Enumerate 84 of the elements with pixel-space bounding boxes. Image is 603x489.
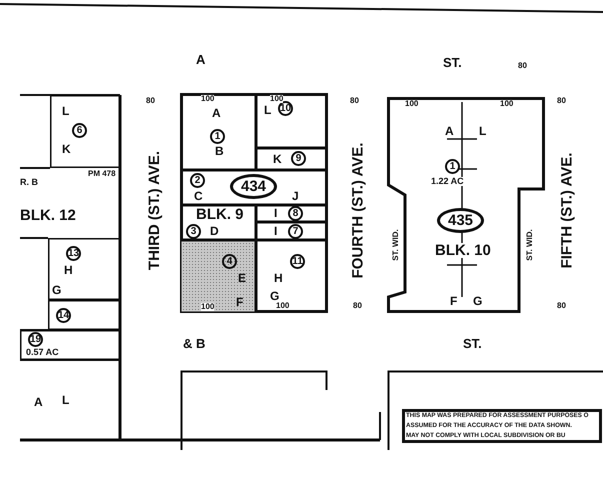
parcel-box [180, 93, 256, 170]
dimension-text: 80 [146, 97, 155, 105]
map-book-page-number: 435 [437, 208, 484, 233]
lot-letter: G [270, 290, 280, 302]
lot-letter: K [62, 143, 71, 155]
parcel-number: 3 [186, 224, 201, 239]
parcel-number: 1 [210, 129, 225, 144]
dimension-text: 100 [201, 95, 214, 103]
parcel-number: 7 [288, 224, 303, 239]
parcel-box [256, 240, 328, 313]
parcel-number: 2 [190, 173, 205, 188]
dimension-text: 100 [276, 302, 290, 310]
block-number: BLK. 9 [196, 207, 244, 222]
parcel-number: 10 [278, 101, 293, 116]
parcel-number: 9 [291, 151, 306, 166]
street-name: FOURTH (ST.) AVE. [350, 142, 366, 278]
street-name: A [196, 53, 206, 66]
block-number: BLK. 12 [20, 208, 76, 223]
block-outline [180, 370, 328, 450]
disclaimer-box [402, 409, 602, 443]
parcel-box [20, 330, 120, 360]
parcel-box [48, 238, 120, 300]
lot-letter: I [274, 207, 278, 219]
street-name: ST. [443, 56, 462, 69]
lot-letter: K [273, 153, 282, 165]
parcel-number: 1 [445, 159, 460, 174]
acreage-label: 0.57 AC [26, 348, 59, 357]
lot-letter: L [62, 105, 70, 117]
dimension-text: 80 [557, 302, 566, 310]
lot-letter: L [62, 394, 70, 406]
street-width-note: ST. WID. [392, 229, 400, 261]
dimension-text: 80 [353, 302, 362, 310]
lot-letter: F [236, 296, 244, 308]
lot-letter: G [473, 295, 482, 307]
lot-letter: G [52, 284, 62, 296]
street-name: ST. [463, 337, 482, 350]
map-note: R. B [20, 178, 38, 187]
lot-letter: E [238, 272, 246, 284]
parcel-box [180, 240, 256, 313]
lot-letter: D [210, 225, 219, 237]
block-outline [387, 370, 603, 450]
dimension-text: 100 [405, 100, 418, 108]
lot-letter: L [264, 104, 272, 116]
parcel-number: 11 [290, 254, 305, 269]
lot-letter: A [34, 396, 43, 408]
parcel-box [256, 205, 328, 222]
dimension-text: 80 [518, 62, 527, 70]
parcel-box [180, 170, 328, 205]
parcel-number: 8 [288, 206, 303, 221]
street-width-note: ST. WID. [526, 229, 534, 261]
parcel-box [48, 300, 120, 330]
parcel-box [256, 93, 328, 148]
dimension-text: 80 [350, 97, 359, 105]
dimension-text: 100 [201, 303, 214, 311]
lot-letter: A [212, 107, 221, 119]
lot-letter: A [445, 125, 454, 137]
lot-letter: H [274, 272, 283, 284]
street-name: FIFTH (ST.) AVE. [560, 152, 574, 268]
map-reference: PM 478 [88, 170, 116, 178]
lot-letter: L [479, 125, 486, 137]
lot-letter: F [450, 295, 458, 307]
parcel-number: 14 [56, 308, 71, 323]
parcel-box [256, 222, 328, 240]
parcel-number: 13 [66, 246, 81, 261]
block-number: BLK. 10 [435, 243, 491, 258]
map-book-page-number: 434 [230, 174, 278, 199]
lot-letter: C [194, 190, 203, 202]
acreage-label: 1.22 AC [431, 177, 464, 186]
dimension-text: 80 [557, 97, 566, 105]
lot-letter: J [292, 190, 299, 202]
street-name: & B [183, 337, 206, 350]
dimension-text: 100 [270, 95, 284, 103]
parcel-box [180, 205, 256, 240]
parcel-box [256, 148, 328, 170]
parcel-number: 4 [222, 254, 237, 269]
lot-letter: I [274, 225, 278, 237]
lot-letter: B [215, 145, 224, 157]
parcel-number: 6 [72, 123, 87, 138]
street-name: THIRD (ST.) AVE. [148, 150, 162, 270]
parcel-number: 19 [28, 332, 43, 347]
dimension-text: 100 [500, 100, 514, 108]
lot-letter: H [64, 264, 73, 276]
block-outline [387, 97, 545, 313]
block-outline [180, 93, 328, 313]
